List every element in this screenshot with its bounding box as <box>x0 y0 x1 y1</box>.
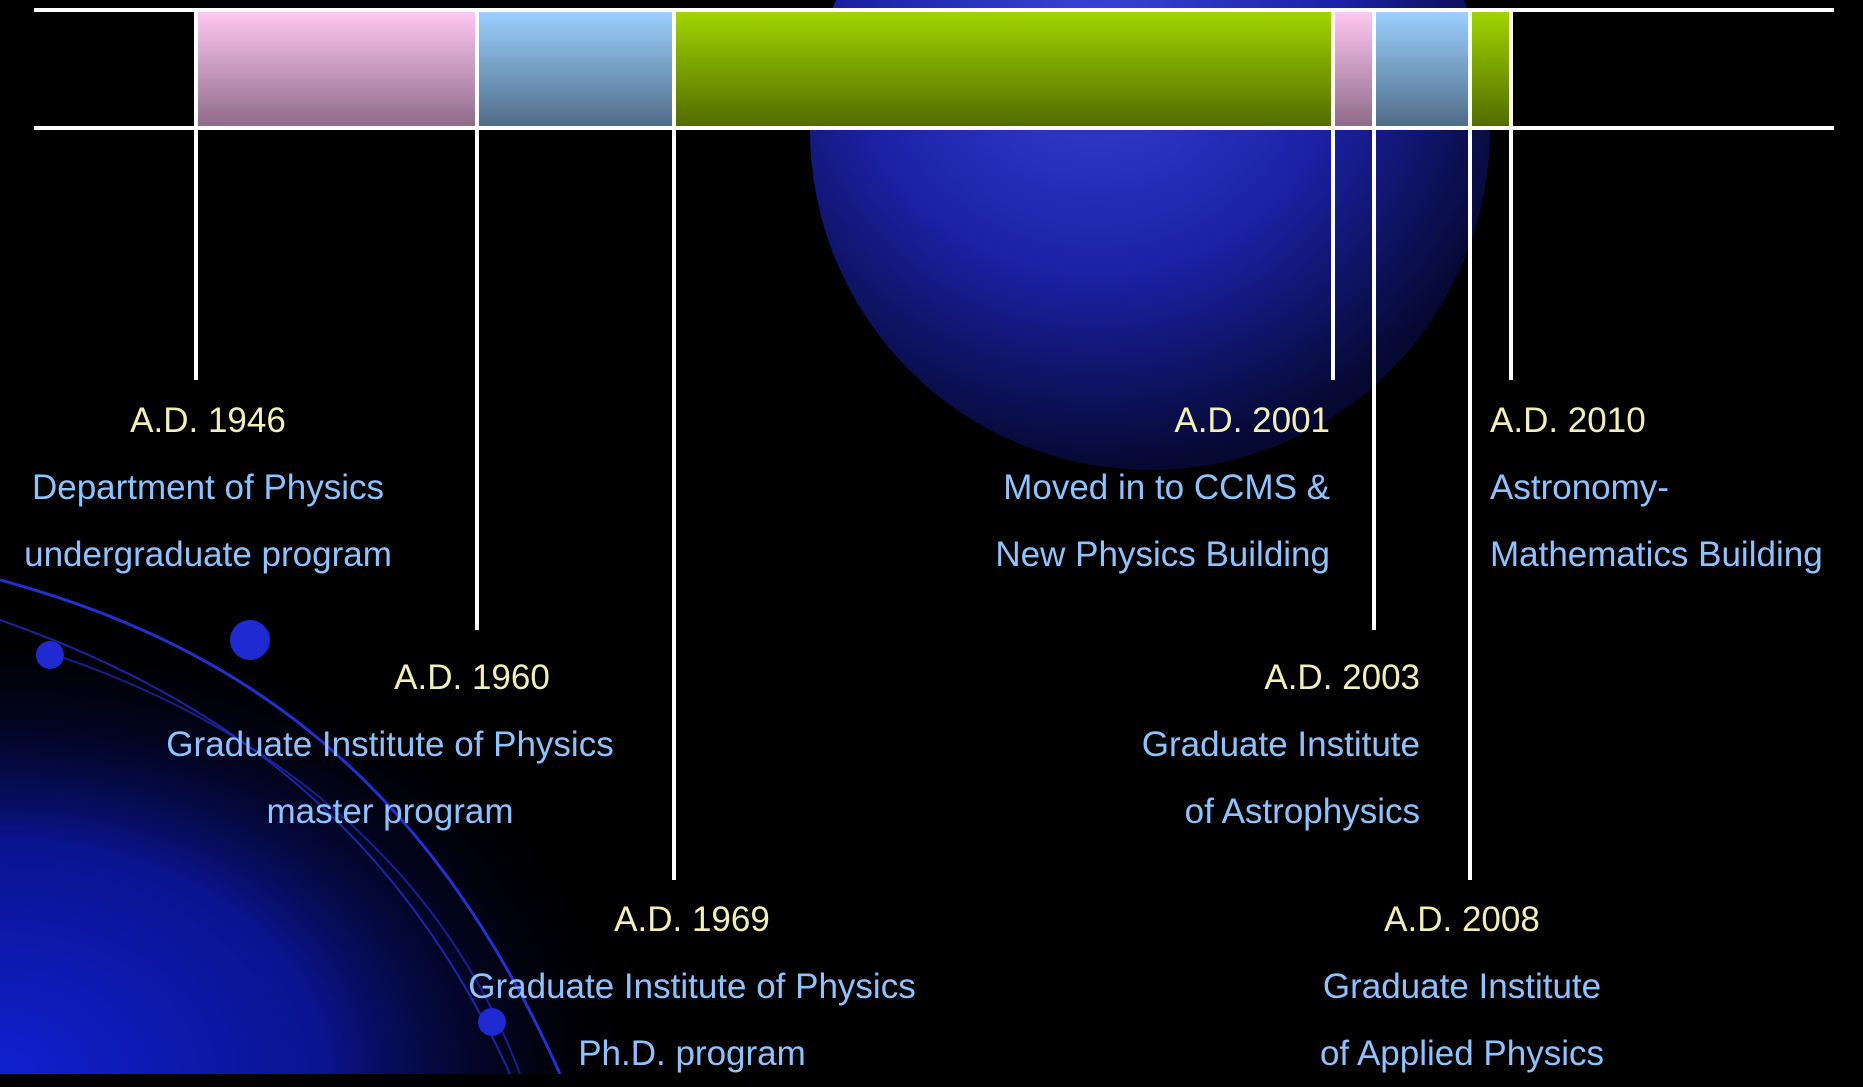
event-1969: A.D. 1969 Graduate Institute of Physics … <box>432 886 952 1087</box>
event-year: A.D. 1946 <box>130 401 286 440</box>
event-description: of Astrophysics <box>1184 792 1420 831</box>
event-description: Graduate Institute <box>1322 967 1602 1006</box>
leader-line-1960 <box>475 128 479 630</box>
event-description: Ph.D. program <box>578 1034 806 1073</box>
bar-divider <box>1331 8 1335 130</box>
event-description: Moved in to CCMS & <box>1003 468 1330 507</box>
event-description: Astronomy- <box>1490 468 1669 507</box>
orb-graphic <box>478 1008 506 1036</box>
timeline-top-line <box>34 8 1834 12</box>
bar-divider <box>1509 8 1513 130</box>
event-2001: A.D. 2001 Moved in to CCMS & New Physics… <box>900 387 1330 588</box>
event-1960: A.D. 1960 Graduate Institute of Physics … <box>130 644 650 845</box>
event-description: Mathematics Building <box>1490 535 1823 574</box>
leader-line-2003 <box>1372 128 1376 630</box>
event-year: A.D. 2003 <box>1264 658 1420 697</box>
timeline-segment-2008 <box>1472 12 1509 128</box>
event-2010: A.D. 2010 Astronomy- Mathematics Buildin… <box>1490 387 1858 588</box>
event-description: Graduate Institute of Physics <box>468 967 916 1006</box>
event-description: undergraduate program <box>24 535 392 574</box>
leader-line-1946 <box>194 128 198 380</box>
leader-line-2001 <box>1331 128 1335 380</box>
event-year: A.D. 2010 <box>1490 401 1646 440</box>
timeline-segment-2003 <box>1376 12 1468 128</box>
timeline-segment-1969 <box>676 12 1331 128</box>
timeline-segment-2001 <box>1335 12 1372 128</box>
leader-line-2008 <box>1468 128 1472 880</box>
orb-graphic <box>36 641 64 669</box>
event-1946: A.D. 1946 Department of Physics undergra… <box>0 387 416 588</box>
event-year: A.D. 1969 <box>614 900 770 939</box>
event-description: New Physics Building <box>995 535 1330 574</box>
orb-graphic <box>230 620 270 660</box>
leader-line-1969 <box>672 128 676 880</box>
bar-divider <box>475 8 479 130</box>
event-2008: A.D. 2008 Graduate Institute of Applied … <box>1262 886 1662 1087</box>
leader-line-2010 <box>1509 128 1513 380</box>
event-year: A.D. 2001 <box>1174 401 1330 440</box>
event-year: A.D. 1960 <box>394 658 550 697</box>
bar-divider <box>1468 8 1472 130</box>
event-description: Graduate Institute of Physics <box>166 725 614 764</box>
bar-divider <box>194 8 198 130</box>
event-description: Department of Physics <box>31 468 385 507</box>
event-description: of Applied Physics <box>1319 1034 1605 1073</box>
bar-divider <box>1372 8 1376 130</box>
timeline-bottom-line <box>34 126 1834 130</box>
bar-divider <box>672 8 676 130</box>
event-description: Graduate Institute <box>1141 725 1420 764</box>
timeline-segment-1960 <box>479 12 672 128</box>
event-year: A.D. 2008 <box>1384 900 1540 939</box>
event-2003: A.D. 2003 Graduate Institute of Astrophy… <box>1000 644 1420 845</box>
timeline-segment-1946 <box>198 12 475 128</box>
event-description: master program <box>266 792 514 831</box>
